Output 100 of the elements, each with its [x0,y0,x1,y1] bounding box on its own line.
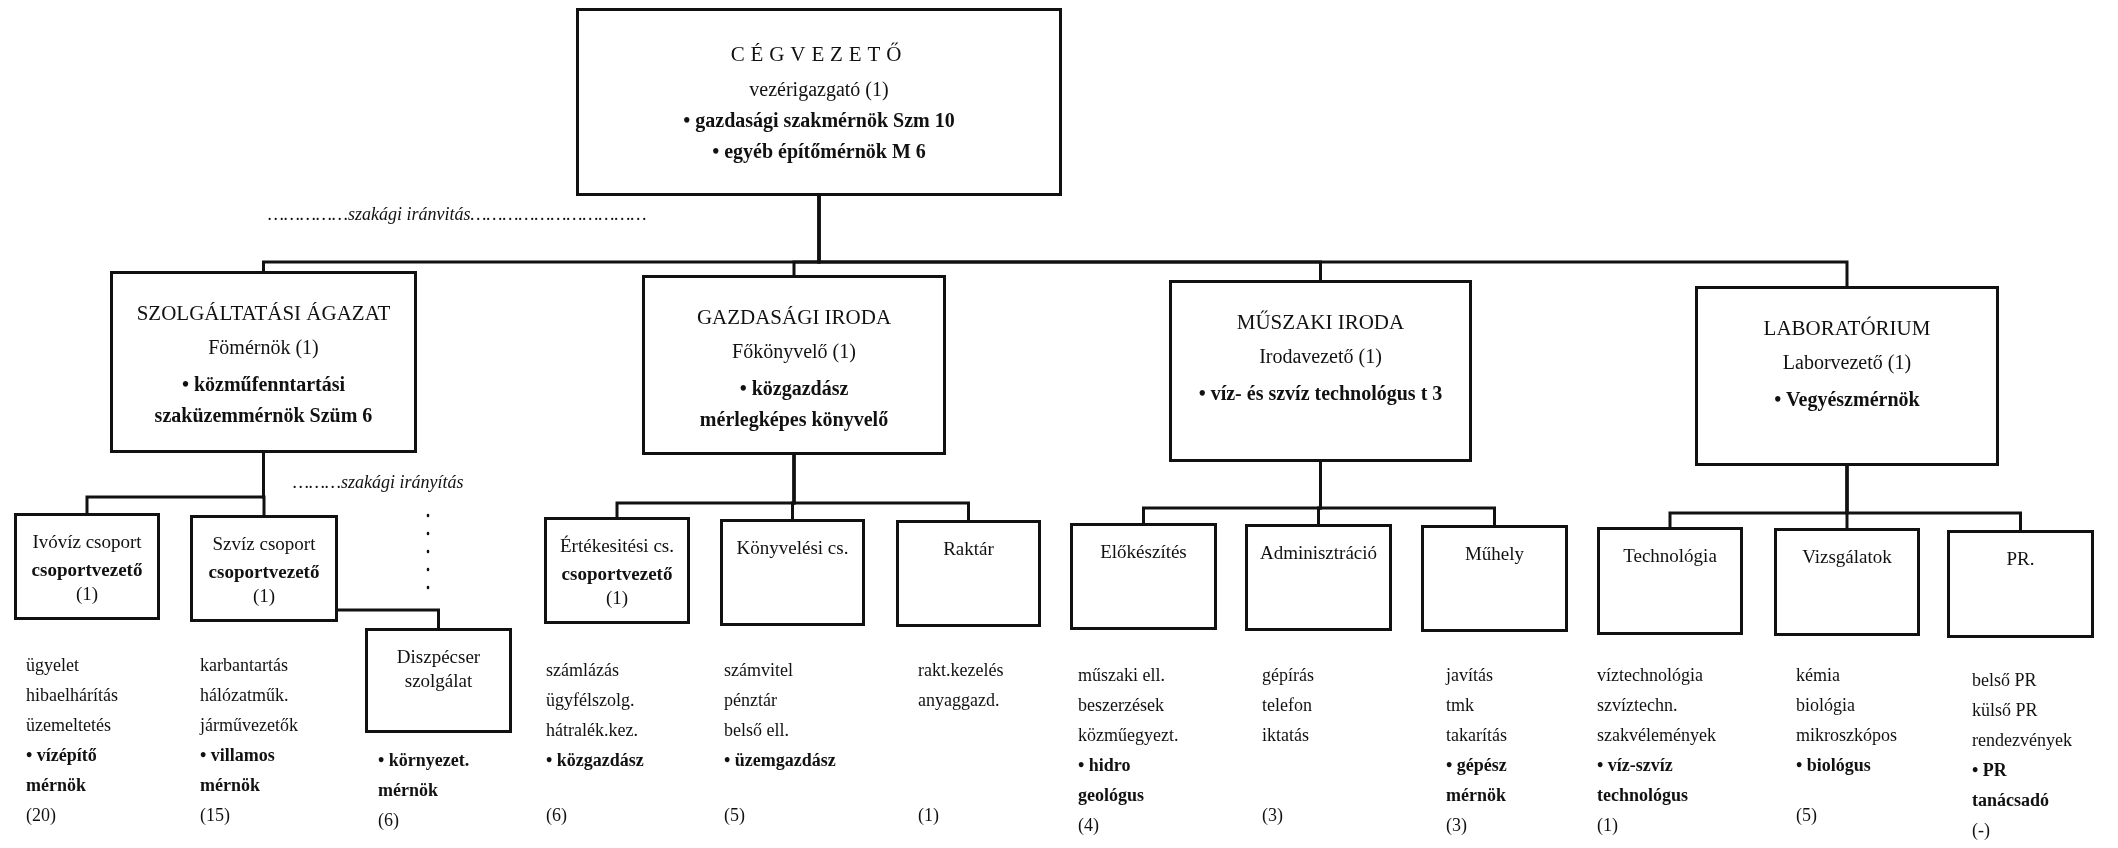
role-text: csoportvezető (1) [30,557,144,606]
headcount-text: (15) [200,804,231,827]
role-text: Főkönyvelő (1) [732,339,856,365]
unit-title: GAZDASÁGI IRODA [696,304,892,331]
task-text: közműegyezt. [1078,724,1180,747]
org-box [1070,523,1217,630]
unit-title: Diszpécser szolgálat [395,645,482,693]
org-box [1774,528,1920,636]
task-text: külső PR [1972,699,2039,722]
org-box [14,513,160,620]
headcount-text: (3) [1262,804,1284,827]
task-text: telefon [1262,694,1313,717]
org-box [642,275,946,455]
task-text: takarítás [1446,724,1508,747]
connector-line [1319,462,1496,525]
org-box [1597,527,1743,635]
qualification-text: • vízépítő mérnök [26,744,98,797]
task-text: műszaki ell. [1078,664,1166,687]
role-text: Irodavezető (1) [1259,344,1382,370]
qualification-text: • Vegyészmérnök [1774,387,1920,413]
task-text: javítás [1446,664,1494,687]
task-text: hátralék.kez. [546,719,639,742]
role-text: Laborvezető (1) [1782,350,1912,376]
task-text: mikroszkópos [1796,724,1898,747]
task-text: víztechnológia [1597,664,1704,687]
org-box [110,271,417,453]
qualification-text: • környezet. mérnök [378,749,471,802]
qualification-text: • gépész mérnök [1446,754,1508,807]
qualification-text: • biológus [1796,754,1872,777]
unit-title: Ivóvíz csoport [32,530,142,554]
task-text: pénztár [724,689,778,712]
qualification-text: • hidro geológus [1078,754,1145,807]
org-box [1169,280,1472,462]
connector-line [792,455,970,520]
task-text: számvitel [724,659,794,682]
task-text: üzemeltetés [26,714,112,737]
task-text: rendezvények [1972,729,2073,752]
task-text: hálózatműk. [200,684,290,707]
headcount-text: (5) [1796,804,1818,827]
qualification-text: • víz- és szvíz technológus t 3 [1198,381,1443,407]
qualification-text: • PR tanácsadó [1972,759,2050,812]
unit-title: Technológia [1623,544,1717,568]
headcount-text: (4) [1078,814,1100,837]
connector-line [262,453,266,515]
unit-title: Raktár [943,537,994,561]
task-text: szvíztechn. [1597,694,1679,717]
connector-line [817,196,1849,286]
headcount-text: (3) [1446,814,1468,837]
task-text: biológia [1796,694,1856,717]
org-box [190,515,338,622]
unit-title: MŰSZAKI IRODA [1236,309,1405,336]
unit-title: PR. [2006,547,2035,571]
unit-title: Műhely [1464,542,1525,566]
task-text: hibaelhárítás [26,684,119,707]
task-text: belső PR [1972,669,2038,692]
task-text: kémia [1796,664,1841,687]
org-box [720,519,865,626]
task-text: járművezetők [200,714,299,737]
headcount-text: (5) [724,804,746,827]
task-text: szakvélemények [1597,724,1717,747]
org-box [1245,524,1392,631]
qualification-text: • villamos mérnök [200,744,276,797]
org-box [365,628,512,733]
task-text: számlázás [546,659,620,682]
task-text: ügyfélszolg. [546,689,636,712]
unit-title: Könyvelési cs. [736,536,849,560]
task-text: beszerzések [1078,694,1165,717]
qualification-text: • közgazdász mérlegképes könyvelő [698,376,890,433]
role-text: csoportvezető (1) [207,559,321,608]
unit-title: SZOLGÁLTATÁSI ÁGAZAT [136,300,391,327]
qualification-text: • egyéb építőmérnök M 6 [712,139,926,165]
headcount-text: (1) [1597,814,1619,837]
qualification-text: • közműfenntartási szaküzemmérnök Szüm 6 [153,372,374,429]
org-box [1947,530,2094,638]
headcount-text: (6) [378,809,400,832]
task-text: karbantartás [200,654,289,677]
task-text: rakt.kezelés [918,659,1005,682]
task-text: belső ell. [724,719,790,742]
role-text: vezérigazgató (1) [749,77,889,103]
role-text: Fömérnök (1) [208,335,319,361]
unit-title: LABORATÓRIUM [1763,315,1931,342]
unit-title: CÉGVEZETŐ [730,41,908,68]
task-text: tmk [1446,694,1475,717]
qualification-text: • víz-szvíz technológus [1597,754,1689,807]
unit-title: Szvíz csoport [212,532,316,556]
role-text: csoportvezető (1) [560,561,674,610]
org-box [896,520,1041,627]
headcount-text: (20) [26,804,57,827]
qualification-text: • közgazdász [546,749,645,772]
unit-title: Vizsgálatok [1802,545,1892,569]
org-box [1421,525,1568,632]
task-text: anyaggazd. [918,689,1001,712]
task-text: gépírás [1262,664,1315,687]
unit-title: Előkészítés [1100,540,1187,564]
unit-title: Adminisztráció [1259,541,1378,565]
headcount-text: (6) [546,804,568,827]
annotation-text: ……………szakági iránvitás…………………………… [268,204,647,225]
qualification-text: • gazdasági szakmérnök Szm 10 [683,108,955,134]
org-box [544,517,690,624]
connector-line [338,608,440,628]
